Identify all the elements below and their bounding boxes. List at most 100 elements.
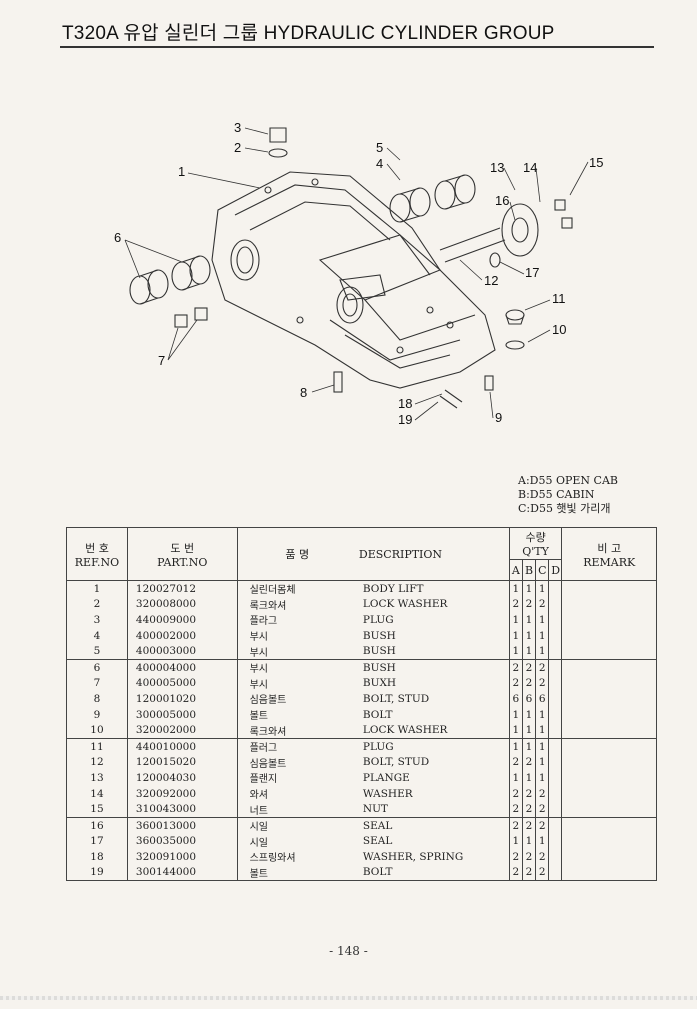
cell-remark <box>561 738 657 755</box>
cell-remark <box>561 849 657 865</box>
cell-part: 360035000 <box>126 833 238 850</box>
cell-desc: BOLT <box>362 708 393 721</box>
cell-d <box>548 817 562 834</box>
cell-a: 2 <box>508 596 523 613</box>
cell-remark <box>561 833 657 850</box>
callout-9: 9 <box>495 410 502 425</box>
cell-d <box>548 612 562 628</box>
col-header-qty-c: C <box>535 559 550 581</box>
cell-remark <box>561 675 657 692</box>
callout-4: 4 <box>376 156 383 171</box>
cell-b: 2 <box>521 596 536 613</box>
cell-c: 2 <box>535 801 549 818</box>
cell-desc: LOCK WASHER <box>362 598 448 611</box>
cell-c: 2 <box>535 849 549 865</box>
cell-d <box>548 722 562 739</box>
callout-13: 13 <box>490 160 504 175</box>
cell-b: 2 <box>521 817 536 834</box>
cell-remark <box>561 612 657 628</box>
cell-ref: 12 <box>66 754 128 771</box>
cell-b: 1 <box>521 643 536 660</box>
cell-part: 400004000 <box>126 659 238 676</box>
cell-c: 1 <box>535 754 549 771</box>
callout-12: 12 <box>484 273 498 288</box>
legend-item: B:D55 CABIN <box>518 488 595 501</box>
cell-b: 1 <box>521 580 536 597</box>
cell-desc: PLANGE <box>362 771 410 784</box>
callout-10: 10 <box>552 322 566 337</box>
cell-part: 440009000 <box>126 612 238 628</box>
cell-part: 320002000 <box>126 722 238 739</box>
cell-c: 1 <box>535 833 549 850</box>
cell-d <box>548 770 562 786</box>
legend-item: A:D55 OPEN CAB <box>518 474 618 487</box>
cell-a: 2 <box>508 864 523 882</box>
cell-b: 1 <box>521 770 536 786</box>
cell-b: 2 <box>521 675 536 692</box>
cell-ref: 2 <box>66 596 128 613</box>
variant-legend: A:D55 OPEN CAB B:D55 CABIN C:D55 햇빛 가리개 <box>518 474 618 516</box>
legend-item: C:D55 햇빛 가리개 <box>518 502 611 515</box>
cell-a: 2 <box>508 817 523 834</box>
cell-b: 1 <box>521 627 536 644</box>
cell-b: 2 <box>521 785 536 802</box>
cell-a: 1 <box>508 770 523 786</box>
cell-remark <box>561 643 657 660</box>
cell-part: 440010000 <box>126 738 238 755</box>
cell-part: 320091000 <box>126 849 238 865</box>
callout-11: 11 <box>552 291 566 306</box>
cell-kor: 부시 <box>236 675 357 692</box>
cell-remark <box>561 627 657 644</box>
cell-c: 1 <box>535 627 549 644</box>
cell-c: 2 <box>535 675 549 692</box>
cell-d <box>548 849 562 865</box>
cell-c: 2 <box>535 864 549 882</box>
lift-body-outline <box>211 171 496 389</box>
cell-kor: 부시 <box>236 627 357 644</box>
cell-b: 2 <box>521 864 536 882</box>
cell-part: 120001020 <box>126 691 238 707</box>
callout-8: 8 <box>300 385 307 400</box>
cell-kor: 실린더몸체 <box>236 580 357 597</box>
callout-1: 1 <box>178 164 185 179</box>
cell-part: 400005000 <box>126 675 238 692</box>
cell-c: 1 <box>535 770 549 786</box>
col-header-description: DESCRIPTION <box>356 527 510 581</box>
cell-ref: 13 <box>66 770 128 786</box>
cell-remark <box>561 691 657 707</box>
cell-remark <box>561 722 657 739</box>
cell-remark <box>561 770 657 786</box>
callout-3: 3 <box>234 120 241 135</box>
cell-remark <box>561 706 657 723</box>
callout-15: 15 <box>589 155 603 170</box>
cell-ref: 17 <box>66 833 128 850</box>
cell-d <box>548 706 562 723</box>
callout-5: 5 <box>376 140 383 155</box>
cell-remark <box>561 580 657 597</box>
cell-desc: SEAL <box>362 819 393 832</box>
cell-desc: BUXH <box>362 677 397 690</box>
cell-part: 120004030 <box>126 770 238 786</box>
cell-ref: 18 <box>66 849 128 865</box>
cell-ref: 5 <box>66 643 128 660</box>
page-number: - 148 - <box>329 944 368 958</box>
cell-part: 360013000 <box>126 817 238 834</box>
cell-kor: 와셔 <box>236 785 357 802</box>
cell-kor: 부시 <box>236 643 357 660</box>
cell-c: 1 <box>535 738 549 755</box>
cell-a: 1 <box>508 833 523 850</box>
cell-desc: BOLT, STUD <box>362 756 430 769</box>
cell-ref: 1 <box>66 580 128 597</box>
cell-c: 1 <box>535 706 549 723</box>
cell-c: 6 <box>535 691 549 707</box>
cell-d <box>548 627 562 644</box>
cell-desc: PLUG <box>362 613 394 626</box>
cell-ref: 9 <box>66 706 128 723</box>
